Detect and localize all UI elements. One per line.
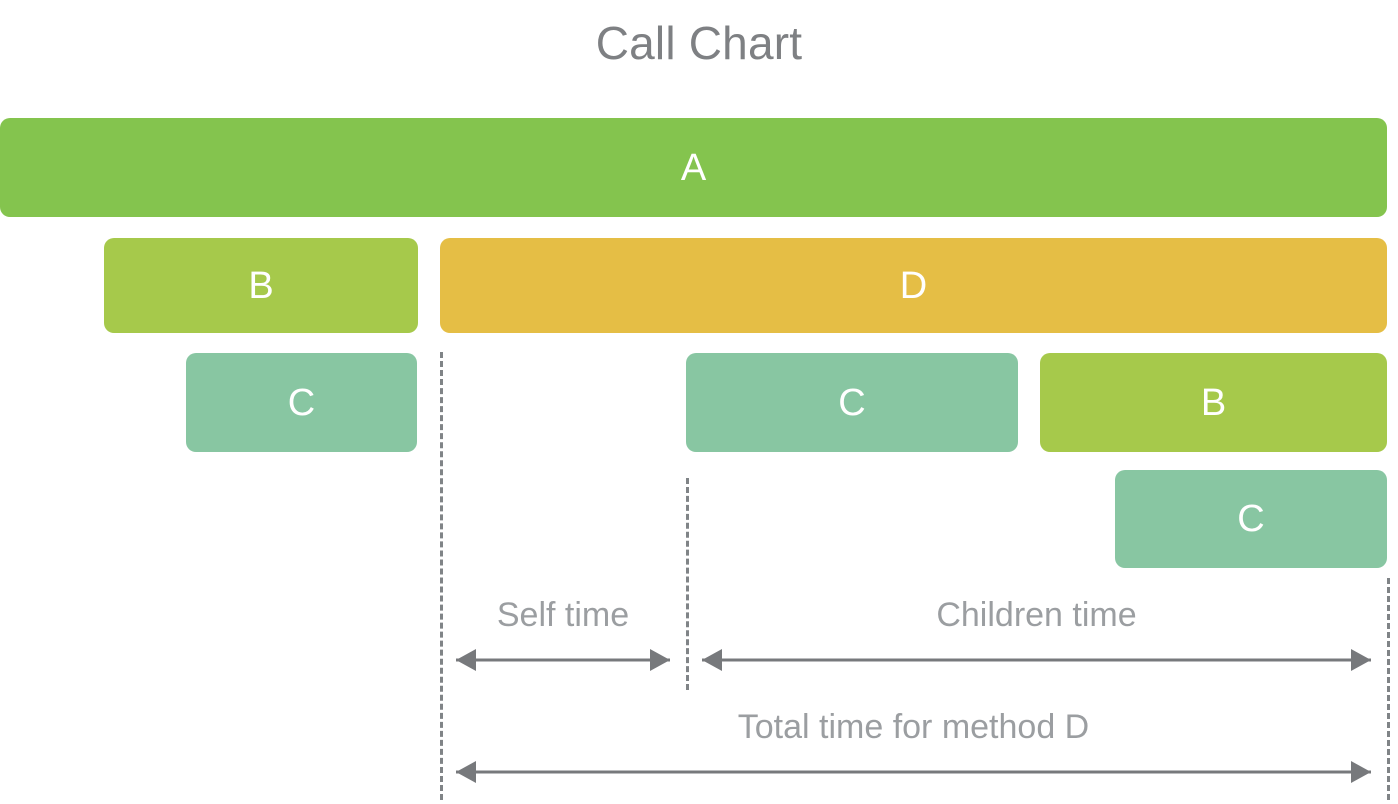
- arrow-line: [702, 658, 1371, 662]
- arrow-head-left-icon: [456, 649, 476, 671]
- call-bar-c-d2[interactable]: C: [186, 353, 417, 452]
- arrow-line: [456, 658, 670, 662]
- call-bar-label: A: [680, 146, 707, 189]
- page-title: Call Chart: [595, 17, 803, 69]
- annotation-arrow-children-time: [702, 647, 1371, 673]
- annotation-arrow-total-time-for-method-d: [456, 759, 1371, 785]
- call-bar-label: C: [287, 381, 316, 424]
- arrow-head-left-icon: [456, 761, 476, 783]
- call-bar-label: B: [248, 264, 274, 307]
- annotation-arrow-self-time: [456, 647, 670, 673]
- call-bar-a-d0[interactable]: A: [0, 118, 1387, 217]
- call-bar-c-d2[interactable]: C: [686, 353, 1018, 452]
- arrow-head-left-icon: [702, 649, 722, 671]
- call-bar-label: D: [899, 264, 928, 307]
- call-bar-b-d2[interactable]: B: [1040, 353, 1387, 452]
- guide-line-d-children-start: [686, 478, 689, 690]
- call-bar-b-d1[interactable]: B: [104, 238, 418, 333]
- call-bar-c-d3[interactable]: C: [1115, 470, 1387, 568]
- guide-line-d-end: [1387, 578, 1390, 800]
- annotation-label-total-time-for-method-d: Total time for method D: [737, 708, 1090, 746]
- arrow-head-right-icon: [1351, 649, 1371, 671]
- guide-line-d-start: [440, 352, 443, 800]
- call-bar-d-d1[interactable]: D: [440, 238, 1387, 333]
- annotation-label-children-time: Children time: [936, 596, 1137, 634]
- call-bar-label: C: [1237, 498, 1265, 540]
- annotation-label-self-time: Self time: [496, 596, 630, 634]
- call-bar-label: C: [838, 381, 866, 424]
- arrow-head-right-icon: [1351, 761, 1371, 783]
- call-bar-label: B: [1200, 381, 1227, 424]
- arrow-head-right-icon: [650, 649, 670, 671]
- arrow-line: [456, 770, 1371, 774]
